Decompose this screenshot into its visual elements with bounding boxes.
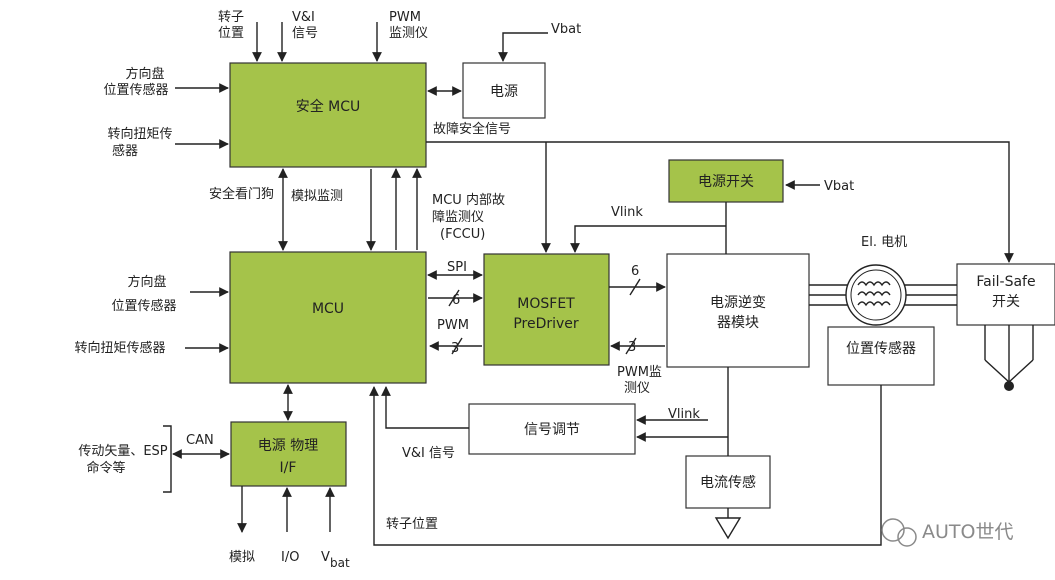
electric-motor-icon [845, 264, 907, 326]
rotor-pos-top-1: 转子 [218, 10, 244, 25]
vlink-to-predriver [570, 225, 726, 253]
failsafe-signal-line [426, 141, 1014, 263]
bus6-mcu-label: 6 [452, 293, 460, 308]
bus3-inv-slash [625, 337, 637, 355]
failsafe-label-2: 开关 [992, 294, 1020, 310]
can-bracket [163, 425, 172, 493]
bus6-mcu-slash [448, 289, 460, 307]
current-sense-block: 电流传感 [685, 455, 771, 509]
vbat-top-arrow [498, 32, 548, 62]
vbat-bottom-sub: bat [330, 556, 350, 570]
pwm-mon-inv-1: PWM监 [617, 365, 662, 380]
safety-mcu-block: 安全 MCU [229, 62, 427, 168]
safety-mcu-label: 安全 MCU [296, 98, 361, 115]
fccu-3: (FCCU) [440, 227, 485, 242]
vbat-top-label: Vbat [551, 22, 581, 37]
vi-signal-label: V&I 信号 [402, 446, 455, 461]
power-switch-block: 电源开关 [668, 159, 784, 203]
bus6-inv-slash [629, 278, 641, 296]
watchdog-label: 安全看门狗 [209, 186, 274, 202]
mosfet-predriver-block: MOSFET PreDriver [483, 253, 610, 366]
vi-signal-line [381, 386, 469, 429]
failsafe-output [984, 325, 1034, 391]
power-phy-block: 电源 物理 I/F [230, 421, 347, 487]
io-bottom-label: I/O [281, 550, 299, 565]
power-top-block: 电源 [462, 62, 546, 119]
analog-bottom-label: 模拟 [229, 550, 255, 565]
mcu-block: MCU [229, 251, 427, 384]
pwm-mon-1: PWM [389, 10, 421, 25]
bus6-inv-label: 6 [631, 264, 639, 279]
vi-top-1: V&I [292, 10, 315, 25]
pwm-mon-inv-2: 测仪 [624, 381, 650, 396]
vlink-top-label: Vlink [611, 205, 643, 220]
failsafe-switch-block: Fail-Safe 开关 [956, 263, 1055, 326]
vbat-switch-label: Vbat [824, 179, 854, 194]
drive-vector-1: 传动矢量、ESP [78, 444, 167, 459]
mosfet-label-1: MOSFET [517, 296, 575, 312]
vi-top-2: 信号 [292, 26, 318, 41]
pwm-label: PWM [437, 318, 469, 333]
analog-mon-label: 模拟监测 [291, 189, 343, 204]
power-switch-label: 电源开关 [698, 174, 754, 190]
rotor-pos-top-2: 位置 [218, 26, 244, 41]
mcu-label: MCU [312, 301, 344, 317]
pwm-mon-2: 监测仪 [389, 26, 428, 41]
vbat-bottom-v: V [321, 550, 330, 565]
torque-1: 转向扭矩传 [107, 126, 172, 142]
bus3-mcu-label: 3 [451, 341, 459, 356]
signal-conditioning-block: 信号调节 [468, 403, 636, 455]
power-phy-label-1: 电源 物理 [258, 438, 318, 454]
mosfet-label-2: PreDriver [513, 316, 579, 332]
spi-label: SPI [447, 260, 467, 275]
rotor-pos-bottom-label: 转子位置 [386, 517, 438, 532]
fccu-1: MCU 内部故 [432, 192, 505, 208]
drive-vector-2: 命令等 [86, 460, 125, 476]
inverter-label-1: 电源逆变 [710, 295, 766, 311]
rotor-position-line [369, 385, 882, 546]
bus3-inv-label: 3 [628, 340, 636, 355]
failsafe-signal-label: 故障安全信号 [433, 121, 511, 137]
power-top-label: 电源 [490, 84, 518, 100]
inverter-label-2: 器模块 [717, 315, 759, 331]
top-input-arrows [252, 22, 382, 62]
current-sense-label: 电流传感 [700, 474, 756, 491]
bus3-mcu-slash [451, 337, 463, 355]
signal-cond-label: 信号调节 [524, 422, 580, 438]
steering-pos-2: 位置传感器 [103, 82, 168, 98]
ground-icon [714, 517, 742, 540]
pos-sensor-label: 位置传感器 [846, 340, 916, 357]
can-label: CAN [186, 433, 214, 448]
steering-pos-1: 方向盘 [125, 66, 164, 82]
power-phy-label-2: I/F [280, 460, 297, 476]
inverter-block: 电源逆变 器模块 [666, 253, 810, 368]
vlink-sig-label: Vlink [668, 407, 700, 422]
watermark-text: AUTO世代 [922, 521, 1013, 543]
torque-mcu-label: 转向扭矩传感器 [74, 340, 165, 356]
torque-2: 感器 [112, 143, 138, 159]
watermark-logo [881, 518, 917, 547]
steering-pos-mcu-1: 方向盘 [127, 274, 166, 290]
el-motor-label: El. 电机 [861, 235, 907, 250]
fccu-2: 障监测仪 [432, 210, 484, 225]
steering-pos-mcu-2: 位置传感器 [111, 298, 176, 314]
failsafe-label-1: Fail-Safe [976, 274, 1035, 290]
position-sensor-block: 位置传感器 [827, 326, 935, 386]
